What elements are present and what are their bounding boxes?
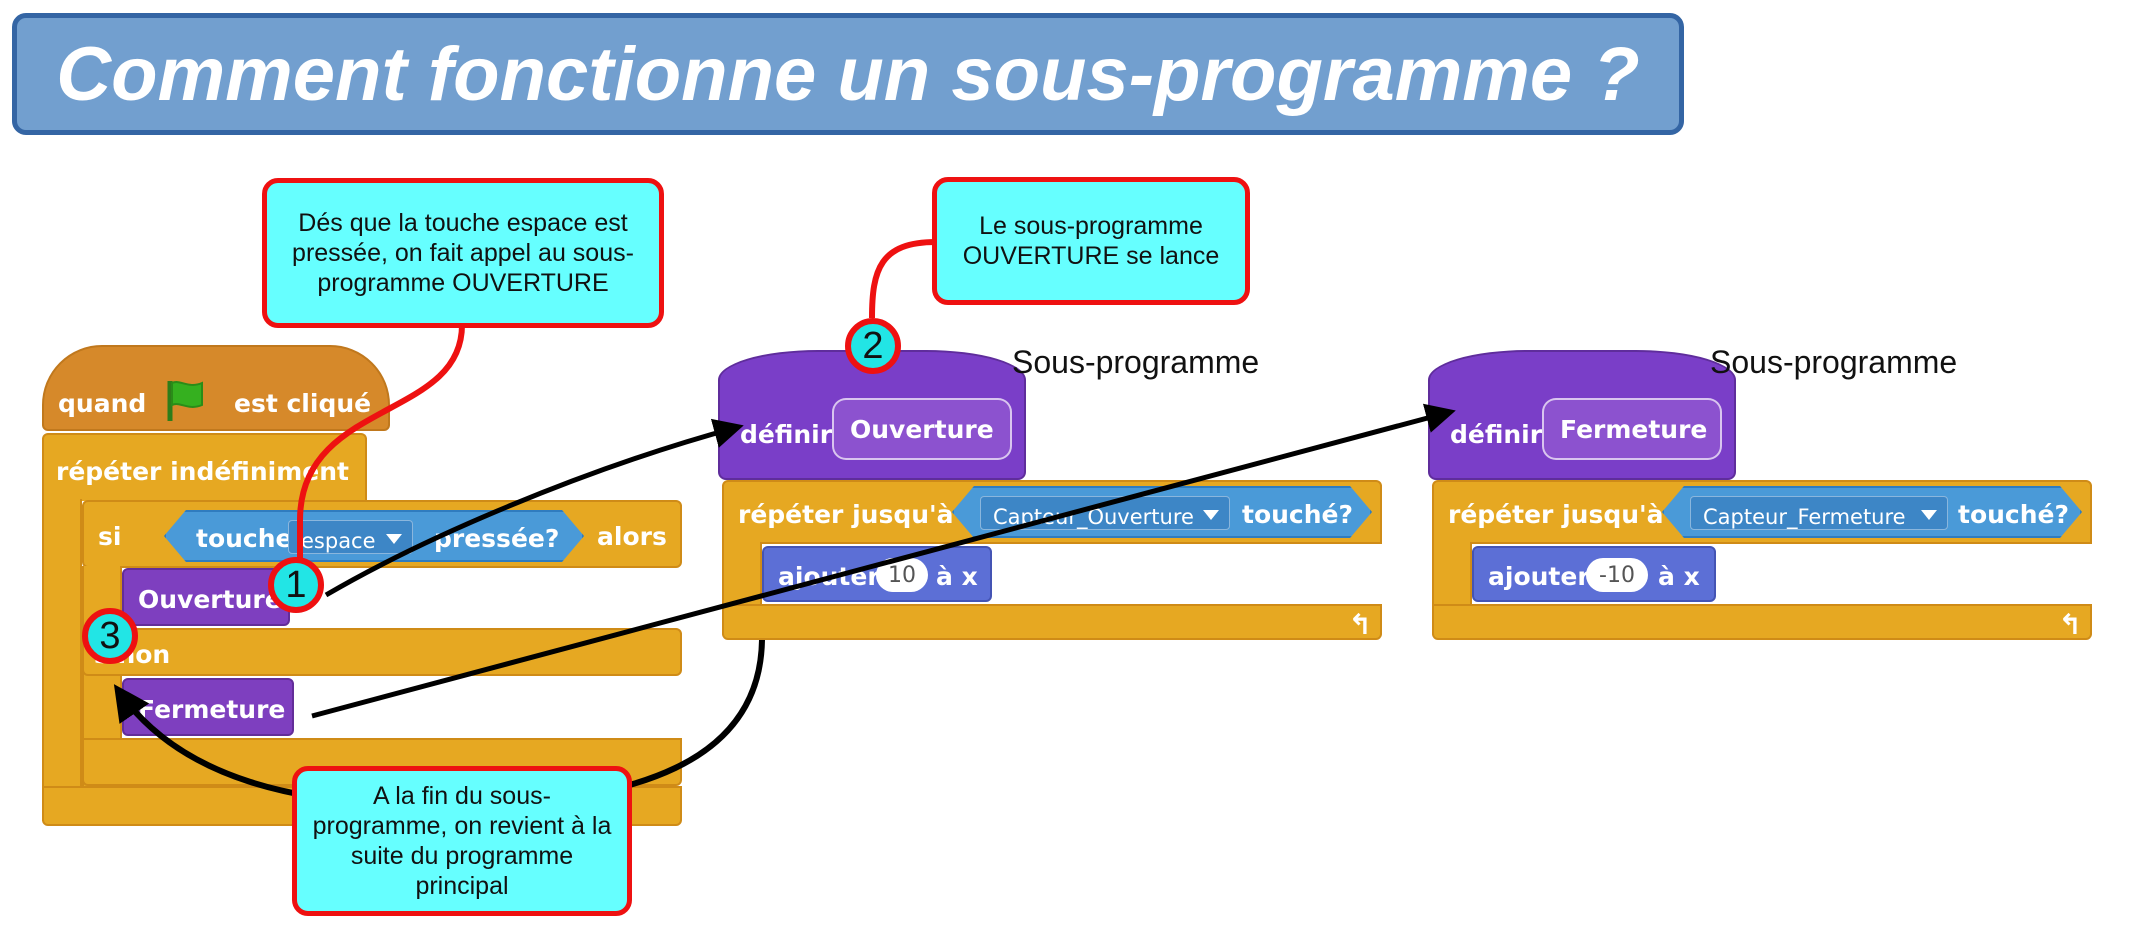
define-name-box[interactable]: Ouverture bbox=[832, 398, 1012, 460]
sensor-dropdown[interactable]: Capteur_Fermeture bbox=[1690, 496, 1948, 530]
define-name-box[interactable]: Fermeture bbox=[1542, 398, 1722, 460]
else-bar[interactable]: sinon bbox=[82, 628, 682, 676]
chevron-down-icon bbox=[386, 534, 402, 544]
repeat-arm bbox=[722, 542, 762, 606]
repeat-arm bbox=[1432, 542, 1472, 606]
forever-arm bbox=[42, 499, 82, 821]
section-label-ouverture: Sous-programme bbox=[1012, 344, 1260, 380]
touching-sensor[interactable]: Capteur_Fermeture touché? bbox=[1662, 486, 2082, 538]
call-ouverture-label: Ouverture bbox=[138, 585, 282, 614]
change-label: ajouter bbox=[778, 562, 880, 591]
title-banner: Comment fonctionne un sous-programme ? bbox=[12, 13, 1684, 135]
define-label: définir bbox=[1450, 420, 1543, 449]
touching-sensor[interactable]: Capteur_Ouverture touché? bbox=[952, 486, 1372, 538]
sensor-dropdown-value: Capteur_Ouverture bbox=[993, 505, 1194, 529]
call-fermeture-label: Fermeture bbox=[138, 695, 286, 724]
repeat-until-label: répéter jusqu'à bbox=[1448, 500, 1664, 529]
change-x-block[interactable]: ajouter -10 à x bbox=[1472, 546, 1716, 602]
define-fermeture-block[interactable]: définir Fermeture bbox=[1428, 350, 1736, 480]
repeat-until-label: répéter jusqu'à bbox=[738, 500, 954, 529]
hat-when-label: quand bbox=[58, 389, 147, 418]
define-label: définir bbox=[740, 420, 833, 449]
then-label: alors bbox=[597, 522, 667, 551]
key-label: touche bbox=[196, 524, 293, 553]
define-name-label: Fermeture bbox=[1560, 415, 1708, 444]
key-dropdown-value: espace bbox=[301, 529, 376, 553]
sensor-dropdown-value: Capteur_Fermeture bbox=[1703, 505, 1906, 529]
change-value[interactable]: 10 bbox=[876, 558, 928, 592]
if-else-block[interactable]: si touche espace pressée? alors bbox=[82, 500, 682, 568]
touched-label: touché? bbox=[1242, 500, 1353, 529]
chevron-down-icon bbox=[1921, 510, 1937, 520]
callout2-connector bbox=[869, 239, 937, 319]
repeat-bottom: ↰ bbox=[722, 604, 1382, 641]
step-badge-1: 1 bbox=[268, 557, 324, 613]
callout-step1: Dés que la touche espace est pressée, on… bbox=[262, 178, 664, 328]
when-flag-clicked-block[interactable]: quand est cliqué bbox=[42, 345, 390, 431]
step-badge-2: 2 bbox=[845, 318, 901, 374]
sensor-dropdown[interactable]: Capteur_Ouverture bbox=[980, 496, 1230, 530]
hat-clicked-label: est cliqué bbox=[234, 389, 372, 418]
to-var-label: à x bbox=[1658, 562, 1700, 591]
call-fermeture-block[interactable]: Fermeture bbox=[122, 678, 294, 736]
if-label: si bbox=[98, 522, 122, 551]
repeat-bottom: ↰ bbox=[1432, 604, 2092, 641]
call-ouverture-block[interactable]: Ouverture bbox=[122, 568, 290, 626]
loop-arrow-icon: ↰ bbox=[2058, 608, 2082, 641]
repeat-until-block[interactable]: répéter jusqu'à Capteur_Fermeture touché… bbox=[1432, 480, 2092, 544]
change-value[interactable]: -10 bbox=[1586, 558, 1648, 592]
to-var-label: à x bbox=[936, 562, 978, 591]
forever-block[interactable]: répéter indéfiniment bbox=[42, 433, 367, 501]
key-dropdown[interactable]: espace bbox=[288, 520, 413, 554]
touched-label: touché? bbox=[1958, 500, 2069, 529]
key-pressed-sensor[interactable]: touche espace pressée? bbox=[164, 510, 584, 562]
forever-label: répéter indéfiniment bbox=[56, 457, 349, 486]
callout-step2: Le sous-programme OUVERTURE se lance bbox=[932, 177, 1250, 305]
step-badge-3: 3 bbox=[82, 608, 138, 664]
green-flag-icon bbox=[162, 377, 208, 428]
define-name-label: Ouverture bbox=[850, 415, 994, 444]
change-label: ajouter bbox=[1488, 562, 1590, 591]
chevron-down-icon bbox=[1203, 510, 1219, 520]
key-pressed-label: pressée? bbox=[434, 524, 560, 553]
callout-step3: A la fin du sous-programme, on revient à… bbox=[292, 766, 632, 916]
change-x-block[interactable]: ajouter 10 à x bbox=[762, 546, 992, 602]
section-label-fermeture: Sous-programme bbox=[1710, 344, 1958, 380]
repeat-until-block[interactable]: répéter jusqu'à Capteur_Ouverture touché… bbox=[722, 480, 1382, 544]
page-title: Comment fonctionne un sous-programme ? bbox=[56, 31, 1640, 117]
loop-arrow-icon: ↰ bbox=[1348, 608, 1372, 641]
